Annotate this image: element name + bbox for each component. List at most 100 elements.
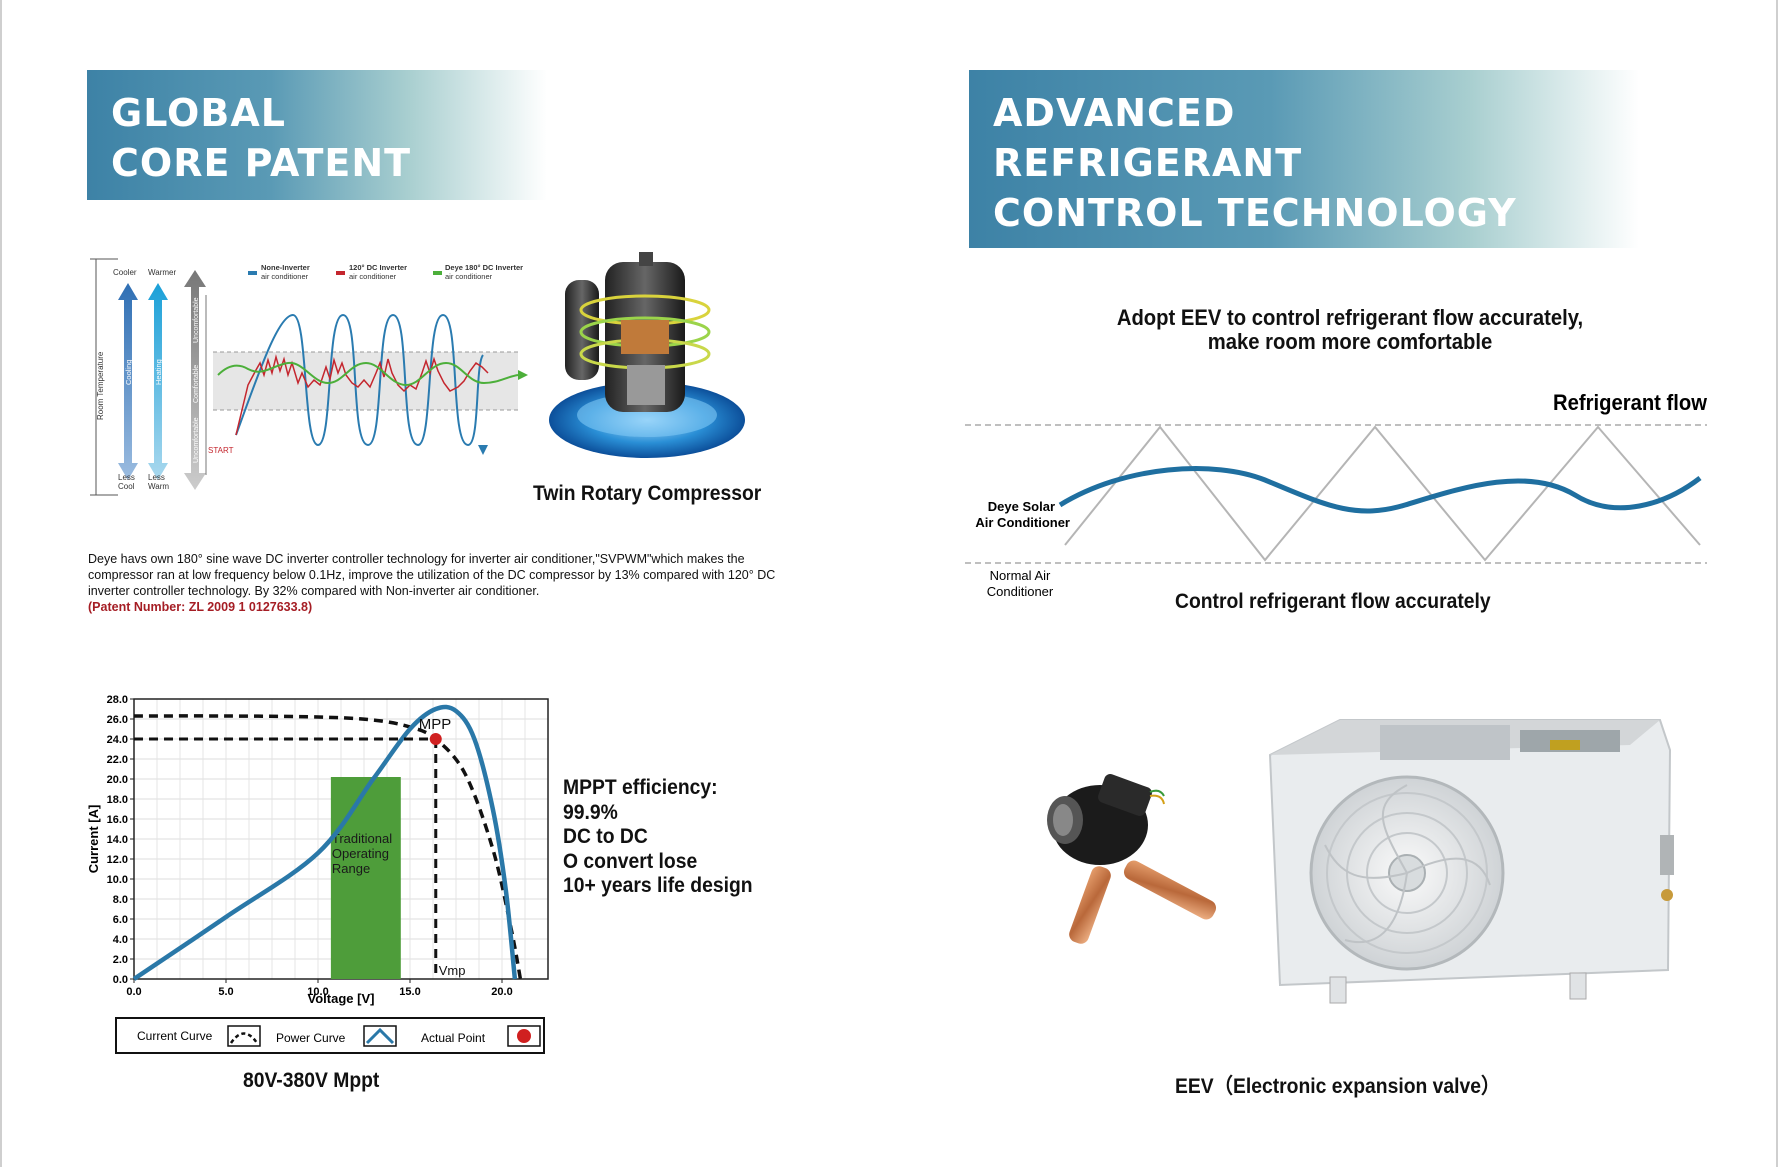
legend-label: air conditioner [445,272,493,281]
legend-current-label: Current Curve [137,1029,213,1043]
pump-section [627,365,665,405]
description-text: Deye havs own 180° sine wave DC inverter… [88,552,776,598]
band-label: Traditional [332,831,392,846]
banner-line: REFRIGERANT [993,141,1303,185]
cooler-label: Cooler [113,268,137,277]
legend-current-swatch [227,1025,261,1047]
y-tick-label: 20.0 [107,774,128,786]
dc120-curve [235,354,489,436]
x-tick-label: 20.0 [491,986,512,998]
vmp-label: Vmp [439,963,466,978]
mppt-features: MPPT efficiency: 99.9% DC to DC O conver… [563,776,753,899]
arrow-head [478,445,488,455]
headline-line: make room more comfortable [1207,329,1493,354]
y-tick-label: 2.0 [113,954,128,966]
x-tick-label: 5.0 [218,986,233,998]
y-tick-label: 28.0 [107,694,128,706]
legend-current-icon [229,1032,259,1044]
uncomfortable-top-label: Uncomfortable [193,297,200,343]
room-temperature-label: Room Temperature [96,351,105,420]
temperature-comparison-diagram: None-Inverter air conditioner 120° DC In… [90,258,528,496]
comfortable-label: Comfortable [193,365,200,403]
band-label: Operating [332,846,389,861]
legend-swatch-none-inverter [248,271,257,275]
valve-connector [1098,774,1152,816]
motor-core [621,320,669,354]
wire [1149,789,1165,797]
warmer-label: Warmer [148,268,176,277]
uncomfortable-bottom-label: Uncomfortable [193,417,200,463]
outdoor-unit-image [1268,719,1674,1004]
page-edge-right [1776,0,1778,1167]
mpp-label: MPP [419,716,452,733]
x-tick-label: 0.0 [126,986,141,998]
global-core-patent-banner: GLOBAL CORE PATENT [87,70,547,200]
y-tick-label: 24.0 [107,734,128,746]
normal-label: Conditioner [987,584,1054,599]
legend-label: air conditioner [261,272,309,281]
temp-legend: None-Inverter air conditioner 120° DC In… [248,263,523,281]
mppt-feature-line: 99.9% [563,800,618,824]
legend-actual-label: Actual Point [421,1031,486,1045]
legend-label: air conditioner [349,272,397,281]
banner-line: CONTROL TECHNOLOGY [993,191,1517,235]
legend-label: None-Inverter [261,263,310,272]
banner-line: CORE PATENT [111,141,412,185]
terminal [639,252,653,266]
y-tick-label: 4.0 [113,934,128,946]
refrigerant-flow-diagram: Refrigerant flow Deye Solar Air Conditio… [965,391,1708,599]
deye-solar-curve [1058,466,1702,514]
wire [1149,794,1165,805]
eev-headline: Adopt EEV to control refrigerant flow ac… [1028,306,1672,354]
band-label: Range [332,861,370,876]
eev-valve-image [1047,774,1217,944]
normal-label: Normal Air [990,568,1051,583]
cooling-arrow [118,283,138,480]
advanced-refrigerant-banner: ADVANCED REFRIGERANT CONTROL TECHNOLOGY [969,70,1639,248]
x-axis-label: Voltage [V] [308,991,375,1006]
copper-pipe [1069,866,1111,944]
y-axis-label: Current [A] [86,805,101,874]
chart-legend [115,1017,545,1054]
y-tick-label: 22.0 [107,754,128,766]
y-tick-label: 16.0 [107,814,128,826]
mppt-iv-chart: 0.02.04.06.08.010.012.014.016.018.020.02… [86,694,549,1054]
grille-ring [1366,832,1448,914]
y-tick-label: 18.0 [107,794,128,806]
legend-label: 120° DC Inverter [349,263,407,272]
banner-line: GLOBAL [111,91,286,135]
legend-swatch-120-dc [336,271,345,275]
y-tick-label: 10.0 [107,874,128,886]
legend-power-swatch [363,1025,397,1047]
fan-blade [1344,872,1408,944]
comfort-arrow [184,270,206,490]
unit-foot [1569,972,1587,1000]
normal-air-conditioner-curve [1064,425,1701,562]
mppt-feature-line: MPPT efficiency: [563,776,718,799]
patent-description: Deye havs own 180° sine wave DC inverter… [88,551,778,615]
none-inverter-curve [235,313,484,447]
deye180-curve [217,361,519,387]
legend-actual-icon [517,1029,531,1043]
less-warm-label: Warm [148,482,169,491]
mppt-feature-line: O convert lose [563,849,698,873]
legend-power-icon [365,1027,395,1045]
compressor-caption: Twin Rotary Compressor [533,482,762,505]
fan-blade [1324,844,1408,879]
fan-blade [1406,857,1491,886]
y-tick-label: 12.0 [107,854,128,866]
legend-swatch-deye-180 [433,271,442,275]
flow-caption: Control refrigerant flow accurately [1175,590,1491,613]
heating-arrow [148,283,168,480]
less-cool-label: Cool [118,482,135,491]
page-edge-left [0,0,2,1167]
valve-cap-face [1053,804,1073,836]
heating-label: Heating [154,359,163,385]
headline-line: Adopt EEV to control refrigerant flow ac… [1116,305,1584,330]
copper-pipe [1123,860,1217,920]
x-tick-label: 15.0 [399,986,420,998]
mppt-range-caption: 80V-380V Mppt [243,1069,380,1092]
y-tick-label: 14.0 [107,834,128,846]
fan-blade [1381,784,1408,874]
y-tick-label: 6.0 [113,914,128,926]
